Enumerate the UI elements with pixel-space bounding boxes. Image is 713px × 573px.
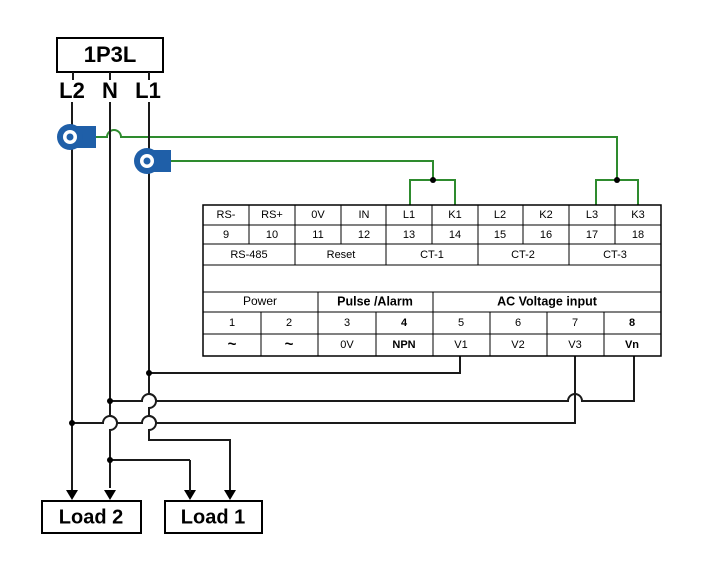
wire-v3 <box>72 356 576 424</box>
wire-vn <box>110 356 635 402</box>
terminal-number: 3 <box>344 317 350 329</box>
arrow-head <box>224 490 236 500</box>
group-label: Reset <box>327 249 356 261</box>
ct-sensor-icon <box>134 148 171 174</box>
terminal-function-ac-icon: ~ <box>228 336 237 353</box>
load-1-label: Load 1 <box>181 506 245 528</box>
group-label: CT-1 <box>420 249 444 261</box>
wire-v1 <box>149 356 461 374</box>
phase-label-n: N <box>102 78 118 103</box>
terminal-label: L1 <box>403 209 415 221</box>
junction-dot <box>69 420 75 426</box>
terminal-label: K2 <box>539 209 552 221</box>
terminal-number: 16 <box>540 229 552 241</box>
terminal-function: 0V <box>340 339 354 351</box>
arrow-head <box>104 490 116 500</box>
junction-dot <box>107 398 113 404</box>
terminal-label: RS- <box>217 209 236 221</box>
terminal-label: IN <box>359 209 370 221</box>
arrow-head <box>184 490 196 500</box>
load-2-box <box>41 500 142 534</box>
ct-sensor-icon <box>57 124 96 150</box>
load-2-label: Load 2 <box>59 506 123 528</box>
terminal-number: 7 <box>572 317 578 329</box>
terminal-block <box>202 204 662 357</box>
load-1-box <box>164 500 263 534</box>
terminal-number: 17 <box>586 229 598 241</box>
group-label: CT-3 <box>603 249 627 261</box>
section-header-pulse: Pulse /Alarm <box>337 294 413 308</box>
terminal-function-ac-icon: ~ <box>285 336 294 353</box>
junction-dot <box>107 457 113 463</box>
terminal-number: 6 <box>515 317 521 329</box>
terminal-number: 18 <box>632 229 644 241</box>
phase-label-l1: L1 <box>135 78 161 103</box>
terminal-function: Vn <box>625 339 639 351</box>
section-header-power: Power <box>243 294 277 308</box>
terminal-function: NPN <box>392 339 415 351</box>
terminal-number: 13 <box>403 229 415 241</box>
arrow-head <box>66 490 78 500</box>
terminal-label: RS+ <box>261 209 283 221</box>
terminal-number: 8 <box>629 317 635 329</box>
terminal-number: 4 <box>401 317 408 329</box>
terminal-number: 10 <box>266 229 278 241</box>
ct-wire-l2 <box>95 129 639 205</box>
terminal-number: 12 <box>358 229 370 241</box>
source-label: 1P3L <box>84 42 137 67</box>
terminal-number: 14 <box>449 229 461 241</box>
wire-n-main <box>109 102 118 488</box>
group-label: CT-2 <box>511 249 535 261</box>
junction-dot <box>430 177 436 183</box>
terminal-number: 1 <box>229 317 235 329</box>
junction-dot <box>614 177 620 183</box>
junction-dot <box>146 370 152 376</box>
terminal-number: 2 <box>286 317 292 329</box>
terminal-function: V2 <box>511 339 524 351</box>
terminal-function: V1 <box>454 339 467 351</box>
terminal-number: 5 <box>458 317 464 329</box>
terminal-function: V3 <box>568 339 581 351</box>
group-label: RS-485 <box>230 249 267 261</box>
section-header-ac-voltage: AC Voltage input <box>497 294 598 308</box>
terminal-label: 0V <box>311 209 325 221</box>
phase-label-l2: L2 <box>59 78 85 103</box>
terminal-label: L2 <box>494 209 506 221</box>
terminal-number: 11 <box>312 229 323 241</box>
terminal-number: 15 <box>494 229 506 241</box>
terminal-label: K3 <box>631 209 644 221</box>
terminal-label: L3 <box>586 209 598 221</box>
terminal-number: 9 <box>223 229 229 241</box>
terminal-label: K1 <box>448 209 461 221</box>
ct-wire-l1 <box>170 160 456 205</box>
